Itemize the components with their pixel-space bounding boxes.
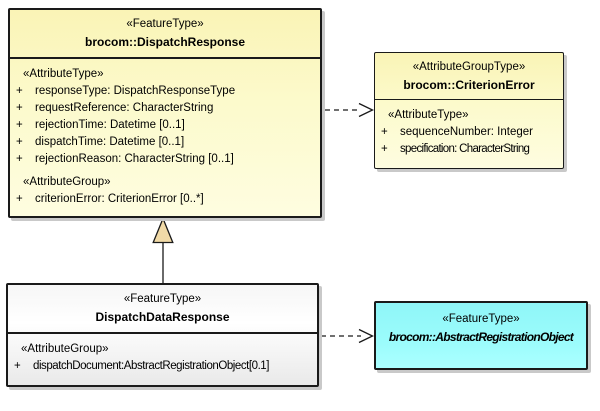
visibility-plus: + (16, 153, 23, 165)
attributes-compartment: «AttributeType» + sequenceNumber: Intege… (375, 100, 563, 158)
stereotype-label: «AttributeGroupType» (412, 60, 526, 73)
attribute-row-rejection-time[interactable]: + rejectionTime: Datetime [0..1] (10, 117, 320, 134)
dependency-connector-dispatch-document[interactable] (321, 328, 374, 344)
stereotype-label: «FeatureType» (126, 18, 204, 30)
class-box-dispatch-data-response[interactable]: «FeatureType» DispatchDataResponse «Attr… (6, 283, 319, 387)
attribute-row-response-type[interactable]: + responseType: DispatchResponseType (10, 83, 320, 100)
class-title: brocom::DispatchResponse (84, 35, 246, 49)
class-box-dispatch-response[interactable]: «FeatureType» brocom::DispatchResponse «… (8, 8, 322, 218)
class-header: «FeatureType» brocom::DispatchResponse (10, 10, 320, 59)
section-label-attribute-group: «AttributeGroup» (23, 176, 111, 188)
attribute-row-request-reference[interactable]: + requestReference: CharacterString (10, 100, 320, 117)
class-title: brocom::CriterionError (403, 77, 535, 92)
class-box-criterion-error[interactable]: «AttributeGroupType» brocom::CriterionEr… (374, 52, 564, 169)
stereotype-label: «FeatureType» (123, 293, 202, 305)
dependency-connector-criterion-error[interactable] (325, 102, 374, 118)
visibility-plus: + (16, 119, 23, 131)
attribute-row-criterion-error[interactable]: + criterionError: CriterionError [0..*] (10, 191, 320, 208)
attribute-text: rejectionReason: CharacterString [0..1] (35, 153, 234, 165)
attribute-text: specification: CharacterString (400, 143, 530, 155)
attribute-row-sequence-number[interactable]: + sequenceNumber: Integer (375, 124, 563, 141)
attribute-row-rejection-reason[interactable]: + rejectionReason: CharacterString [0..1… (10, 151, 320, 168)
class-header: «FeatureType» brocom::AbstractRegistrati… (376, 303, 586, 368)
open-arrowhead-icon (358, 328, 374, 344)
attribute-row-specification[interactable]: + specification: CharacterString (375, 141, 563, 158)
attribute-text: sequenceNumber: Integer (400, 126, 533, 138)
visibility-plus: + (381, 143, 388, 155)
attribute-text: dispatchTime: Datetime [0..1] (35, 136, 185, 148)
visibility-plus: + (16, 136, 23, 148)
generalization-arrowhead-icon (152, 216, 174, 244)
attributes-compartment: «AttributeGroup» + dispatchDocument:Abst… (8, 334, 317, 375)
attribute-text: requestReference: CharacterString (35, 102, 214, 114)
class-header: «FeatureType» DispatchDataResponse (8, 285, 317, 334)
attribute-row-dispatch-time[interactable]: + dispatchTime: Datetime [0..1] (10, 134, 320, 151)
class-title: DispatchDataResponse (95, 310, 230, 324)
attribute-text: rejectionTime: Datetime [0..1] (35, 119, 185, 131)
visibility-plus: + (16, 85, 23, 97)
class-title: brocom::AbstractRegistrationObject (388, 330, 574, 344)
attributes-compartment: «AttributeType» + responseType: Dispatch… (10, 59, 320, 208)
class-header: «AttributeGroupType» brocom::CriterionEr… (375, 53, 563, 100)
stereotype-label: «FeatureType» (442, 313, 520, 325)
attribute-row-dispatch-document[interactable]: + dispatchDocument:AbstractRegistrationO… (8, 358, 317, 375)
section-label-attribute-type: «AttributeType» (23, 68, 104, 80)
section-label-attribute-group: «AttributeGroup» (21, 343, 109, 355)
class-box-abstract-registration-object[interactable]: «FeatureType» brocom::AbstractRegistrati… (374, 301, 588, 370)
attribute-text: responseType: DispatchResponseType (35, 85, 236, 97)
attribute-text: criterionError: CriterionError [0..*] (35, 193, 204, 205)
visibility-plus: + (381, 126, 388, 138)
visibility-plus: + (16, 102, 23, 114)
generalization-connector[interactable] (152, 216, 174, 284)
visibility-plus: + (14, 360, 21, 372)
open-arrowhead-icon (358, 102, 374, 118)
visibility-plus: + (16, 193, 23, 205)
attribute-text: dispatchDocument:AbstractRegistrationObj… (33, 360, 269, 372)
section-label-attribute-type: «AttributeType» (388, 109, 469, 121)
